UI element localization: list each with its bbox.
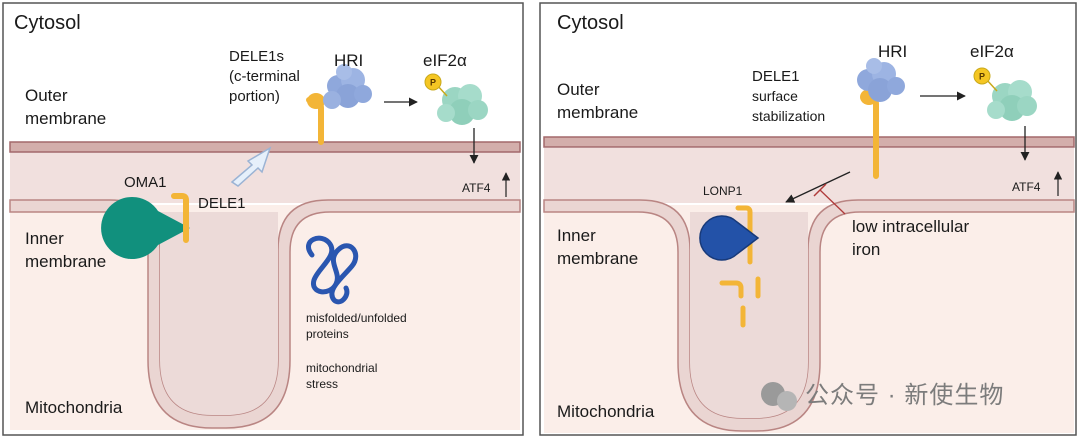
wechat-icon-bubble: [777, 391, 797, 411]
right-phospho-icon: [973, 67, 991, 85]
dele1-import-arrow: [785, 171, 851, 203]
left-crista-lumen: [160, 212, 278, 415]
right-eif2a-label: eIF2α: [970, 42, 1014, 61]
dele1-fragment-1: [719, 280, 744, 299]
left-outer-label-1: Outer: [25, 86, 68, 105]
left-eif2a-label: eIF2α: [423, 51, 467, 70]
oma1-label: OMA1: [124, 174, 167, 191]
left-panel: Cytosol Outer membrane Inner membrane Mi…: [2, 2, 524, 436]
misfolded-label-2: proteins: [306, 327, 349, 341]
dele1-surface-label-3: stabilization: [752, 108, 825, 124]
left-inner-label-1: Inner: [25, 229, 64, 248]
watermark-text: 公众号 · 新使生物: [805, 382, 1004, 409]
dele1-label: DELE1: [198, 195, 246, 212]
dele1s-head: [307, 93, 325, 109]
left-hri-label: HRI: [334, 51, 363, 70]
dele1s-label-1: DELE1s: [229, 48, 284, 65]
iron-label-1: low intracellular: [852, 217, 969, 236]
right-ims: [544, 148, 1074, 203]
iron-label-2: iron: [852, 240, 880, 259]
lonp1-protease-shape: [699, 215, 760, 261]
right-inner-label-2: membrane: [557, 249, 638, 268]
dele1-surface-label-2: surface: [752, 88, 798, 104]
left-cytosol-label: Cytosol: [14, 12, 81, 34]
watermark: 公众号 · 新使生物: [761, 382, 1004, 411]
dele1s-label-3: portion): [229, 88, 280, 105]
right-mito-label: Mitochondria: [557, 402, 655, 421]
right-crista-lumen: [690, 212, 808, 418]
left-phospho-label: P: [430, 78, 436, 88]
left-mito-label: Mitochondria: [25, 398, 123, 417]
right-eif2a-icon: [987, 80, 1037, 121]
misfolded-protein-icon: [306, 235, 359, 305]
oma1-protease-shape: [101, 197, 190, 259]
right-hri-icon: [857, 58, 905, 102]
lonp1-label: LONP1: [703, 184, 743, 198]
left-outer-label-2: membrane: [25, 109, 106, 128]
stress-label-1: mitochondrial: [306, 361, 377, 375]
dele1-surface-label-1: DELE1: [752, 68, 800, 85]
dele1s-label-2: (c-terminal: [229, 68, 300, 85]
misfolded-label-1: misfolded/unfolded: [306, 311, 407, 325]
left-atf4-label: ATF4: [462, 181, 491, 195]
iron-inhibition-line: [819, 189, 846, 215]
right-inner-label-1: Inner: [557, 226, 596, 245]
right-phospho-label: P: [979, 72, 985, 82]
stress-label-2: stress: [306, 377, 338, 391]
right-cytosol-label: Cytosol: [557, 12, 624, 34]
iron-inhibition-bar: [813, 183, 827, 197]
left-eif2a-icon: [437, 84, 488, 125]
cleavage-export-arrow: [230, 146, 272, 187]
right-outer-label-2: membrane: [557, 103, 638, 122]
right-outer-membrane: [543, 136, 1075, 148]
right-atf4-label: ATF4: [1012, 180, 1041, 194]
left-hri-icon: [323, 64, 372, 109]
dele1-imported-shape: [735, 205, 753, 265]
right-outer-label-1: Outer: [557, 80, 600, 99]
dele1-inner-shape: [171, 193, 189, 243]
left-inner-label-2: membrane: [25, 252, 106, 271]
left-phospho-icon: [424, 73, 442, 91]
right-panel: Cytosol Outer membrane Inner membrane Mi…: [539, 2, 1077, 436]
right-hri-label: HRI: [878, 42, 907, 61]
